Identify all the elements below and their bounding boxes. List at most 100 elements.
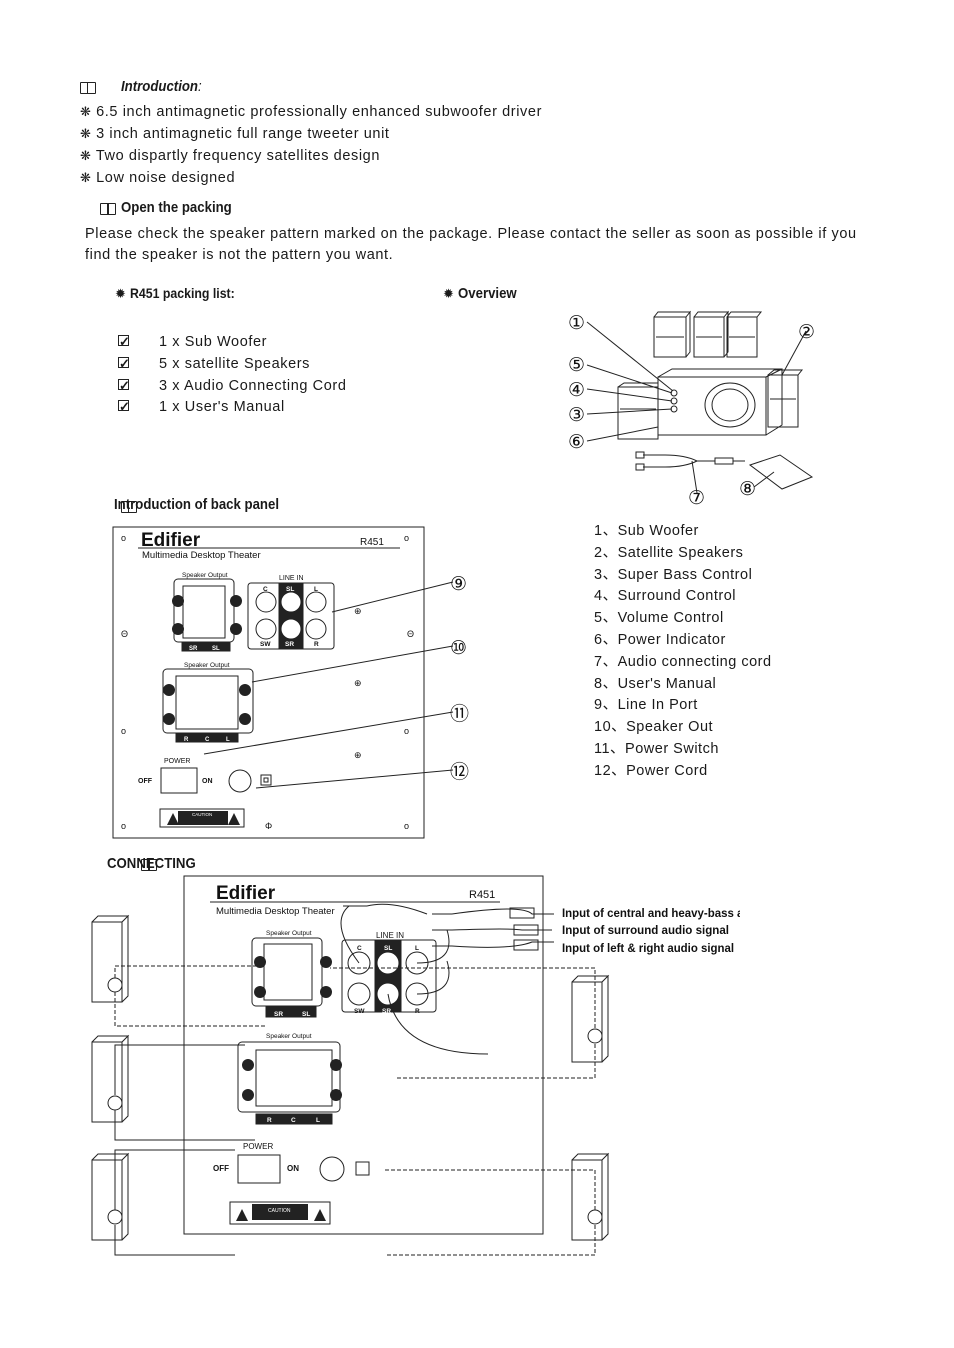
input-surround-label: Input of surround audio signal xyxy=(562,923,729,937)
packing-text-line2: find the speaker is not the pattern you … xyxy=(85,247,394,263)
asterisk-icon: ❋ xyxy=(80,148,92,163)
packing-heading: Open the packing xyxy=(121,199,232,216)
screw-mark: o xyxy=(121,821,126,831)
callout-8: ⑧ xyxy=(739,479,756,500)
part-item: 4、Surround Control xyxy=(594,588,736,605)
callout-3: ③ xyxy=(568,405,585,426)
screw-mark: Φ xyxy=(265,821,272,831)
checkbox-icon xyxy=(118,375,130,396)
screw-mark: o xyxy=(121,533,126,543)
callout-9: ⑨ xyxy=(450,574,467,595)
packing-list-heading: ✹ R451 packing list: xyxy=(115,285,236,301)
input-central-label: Input of central and heavy-bass audio si… xyxy=(562,906,740,920)
connecting-diagram: Edifier Multimedia Desktop Theater R451 … xyxy=(91,875,740,1256)
jack-label: C xyxy=(263,586,268,593)
book-icon xyxy=(80,82,96,94)
model-label: R451 xyxy=(469,889,495,901)
panel-subtitle: Multimedia Desktop Theater xyxy=(142,550,261,561)
r-label: R xyxy=(267,1117,272,1124)
callout-6: ⑥ xyxy=(568,432,585,453)
brand-logo: Edifier xyxy=(141,530,201,551)
parts-list: 1、Sub Woofer 2、Satellite Speakers 3、Supe… xyxy=(594,521,772,783)
jack-label: L xyxy=(314,586,318,593)
packing-item: 1 x Sub Woofer xyxy=(118,331,347,353)
speaker-output-label: Speaker Output xyxy=(184,662,230,669)
jack-label: SL xyxy=(384,945,392,952)
jack-label: SR xyxy=(285,641,294,648)
part-item: 8、User's Manual xyxy=(594,675,717,692)
callout-2: ② xyxy=(798,322,815,343)
sr-label: SR xyxy=(189,646,198,652)
brand-logo: Edifier xyxy=(216,883,276,904)
callout-5: ⑤ xyxy=(568,355,585,376)
callout-1: ① xyxy=(568,313,585,334)
on-label: ON xyxy=(202,778,213,785)
jack-label: R xyxy=(314,641,319,648)
callout-12: ⑫ xyxy=(450,761,469,783)
callout-11: ⑪ xyxy=(450,703,469,725)
packing-item: 3 x Audio Connecting Cord xyxy=(118,375,347,396)
speaker-output-label: Speaker Output xyxy=(182,572,228,579)
screw-mark: o xyxy=(404,726,409,736)
feature-item: ❋ 3 inch antimagnetic full range tweeter… xyxy=(80,126,390,142)
screw-mark: Θ xyxy=(407,629,414,639)
asterisk-icon: ✹ xyxy=(443,286,454,301)
off-label: OFF xyxy=(138,778,153,785)
part-item: 2、Satellite Speakers xyxy=(594,544,744,561)
book-icon xyxy=(100,203,117,215)
input-left-right-label: Input of left & right audio signal xyxy=(562,941,734,955)
sr-label: SR xyxy=(274,1011,283,1018)
line-in-label: LINE IN xyxy=(376,931,404,940)
part-item: 11、Power Switch xyxy=(594,740,719,757)
jack-label: SW xyxy=(260,641,271,648)
checkbox-icon xyxy=(118,331,130,353)
introduction-heading: Introduction: xyxy=(121,78,202,95)
packing-item: 5 x satellite Speakers xyxy=(118,353,347,375)
screw-mark: ⊕ xyxy=(354,750,362,760)
jack-label: C xyxy=(357,945,362,952)
part-item: 10、Speaker Out xyxy=(594,719,714,736)
off-label: OFF xyxy=(213,1164,229,1173)
feature-item: ❋ 6.5 inch antimagnetic professionally e… xyxy=(80,104,542,120)
jack-label: SL xyxy=(286,586,294,593)
sl-label: SL xyxy=(212,646,220,652)
backpanel-diagram: o o o o o o Θ Θ Φ ⊕ ⊕ ⊕ Edifier Multimed… xyxy=(112,526,469,839)
jack-label: SW xyxy=(354,1008,365,1015)
jack-label: L xyxy=(415,945,419,952)
packing-text-line1: Please check the speaker pattern marked … xyxy=(85,226,857,242)
feature-item: ❋ Two dispartly frequency satellites des… xyxy=(80,148,380,164)
asterisk-icon: ✹ xyxy=(115,286,126,301)
part-item: 3、Super Bass Control xyxy=(594,566,753,583)
overview-heading: ✹ Overview xyxy=(443,285,518,302)
feature-item: ❋ Low noise designed xyxy=(80,170,236,186)
callout-7: ⑦ xyxy=(688,488,705,509)
packing-list: 1 x Sub Woofer 5 x satellite Speakers 3 … xyxy=(118,331,347,418)
screw-mark: ⊕ xyxy=(354,678,362,688)
overview-illustration: ① ② ⑤ ④ ③ ⑥ ⑦ ⑧ xyxy=(568,310,815,509)
l-label: L xyxy=(226,737,230,743)
model-label: R451 xyxy=(360,537,384,548)
asterisk-icon: ❋ xyxy=(80,104,92,119)
power-label: POWER xyxy=(243,1142,273,1151)
speaker-output-label: Speaker Output xyxy=(266,1033,312,1040)
speaker-output-label: Speaker Output xyxy=(266,930,312,937)
r-label: R xyxy=(184,737,189,743)
part-item: 6、Power Indicator xyxy=(594,631,726,648)
book-icon xyxy=(141,859,158,871)
caution-label: CAUTION xyxy=(192,812,212,817)
l-label: L xyxy=(316,1117,320,1124)
screw-mark: o xyxy=(404,533,409,543)
screw-mark: ⊕ xyxy=(354,606,362,616)
c-label: C xyxy=(205,737,210,743)
panel-subtitle: Multimedia Desktop Theater xyxy=(216,906,335,917)
c-label: C xyxy=(291,1117,296,1124)
feature-list: ❋ 6.5 inch antimagnetic professionally e… xyxy=(80,101,542,189)
part-item: 12、Power Cord xyxy=(594,762,708,779)
caution-label: CAUTION xyxy=(268,1208,291,1214)
jack-label: SR xyxy=(382,1008,391,1015)
jack-label: R xyxy=(415,1008,420,1015)
part-item: 1、Sub Woofer xyxy=(594,523,699,539)
connecting-heading: CONNECTING xyxy=(107,855,196,872)
callout-4: ④ xyxy=(568,380,585,401)
line-in-label: LINE IN xyxy=(279,575,304,582)
